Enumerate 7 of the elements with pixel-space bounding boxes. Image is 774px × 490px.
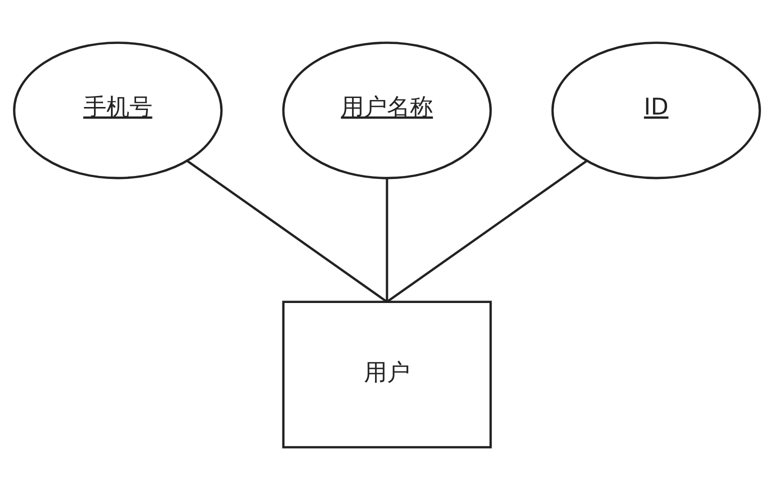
connector — [186, 160, 388, 303]
connector — [386, 178, 388, 302]
node-ellipse: 手机号 — [13, 42, 223, 180]
node-box: 用户 — [282, 300, 492, 448]
node-ellipse: ID — [551, 42, 761, 180]
connector — [386, 160, 588, 303]
node-ellipse: 用户名称 — [282, 42, 492, 180]
